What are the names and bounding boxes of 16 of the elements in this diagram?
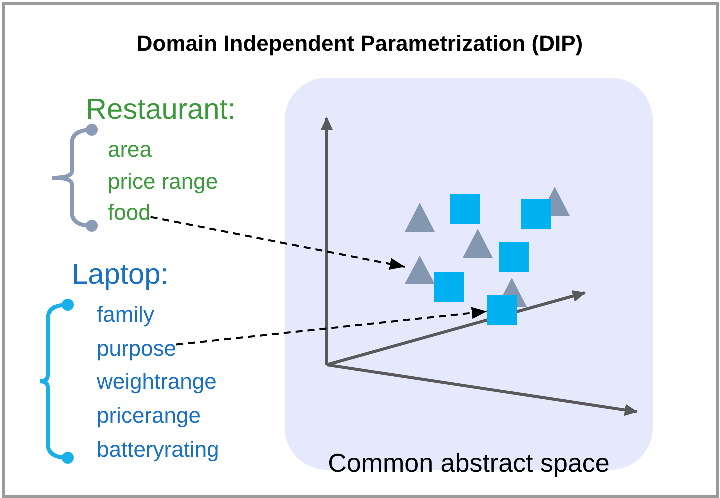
category-heading: Restaurant: xyxy=(86,96,236,125)
list-item-text: price range xyxy=(108,171,218,193)
dashed-arrow xyxy=(176,307,488,346)
panel-caption: Common abstract space xyxy=(327,450,611,476)
list-item-text: food xyxy=(108,202,151,224)
square-symbol xyxy=(487,295,517,325)
list-item-text: pricerange xyxy=(97,405,201,427)
category-heading: Laptop: xyxy=(72,261,169,290)
dashed-arrow xyxy=(150,216,406,270)
triangle-symbol xyxy=(405,255,435,285)
list-item-text: family xyxy=(97,304,154,326)
diagram-title: Domain Independent Parametrization (DIP) xyxy=(136,33,584,55)
list-item-text: batteryrating xyxy=(97,439,220,461)
list-item-text: area xyxy=(108,139,152,161)
list-item-text: purpose xyxy=(97,338,177,360)
list-item-text: weightrange xyxy=(97,371,217,393)
